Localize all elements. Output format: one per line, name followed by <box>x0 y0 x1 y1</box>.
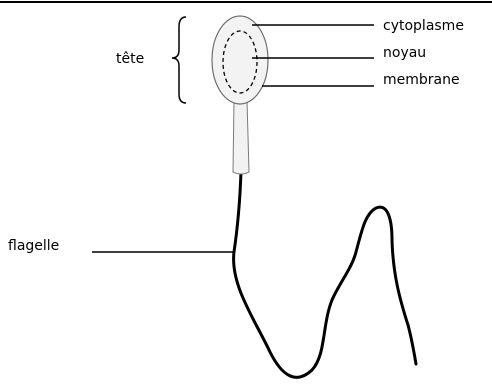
label-membrane: membrane <box>383 72 460 88</box>
label-cytoplasme: cytoplasme <box>383 18 464 34</box>
midpiece <box>233 100 249 174</box>
label-flagelle: flagelle <box>8 238 59 254</box>
flagellum-tail <box>234 172 416 377</box>
head-brace <box>172 17 186 103</box>
label-tete: tête <box>116 51 144 67</box>
head-membrane <box>212 16 268 104</box>
label-noyau: noyau <box>383 45 426 61</box>
